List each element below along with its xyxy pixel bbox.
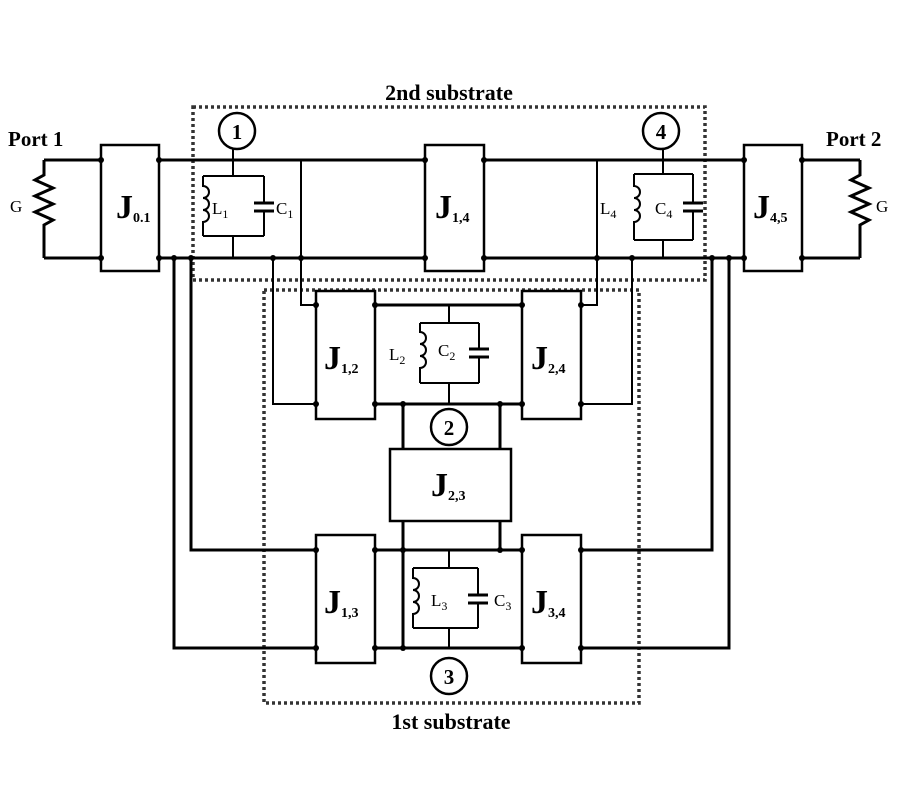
g-right-label: G <box>876 197 888 216</box>
g-left-label: G <box>10 197 22 216</box>
port1-label: Port 1 <box>8 127 63 151</box>
port1-resistor-g <box>31 158 101 260</box>
svg-text:J1,3: J1,3 <box>324 584 359 621</box>
l2-label: L2 <box>389 345 405 367</box>
c1-label: C1 <box>276 199 293 221</box>
svg-text:J0.1: J0.1 <box>116 189 151 226</box>
svg-text:3: 3 <box>444 665 455 689</box>
node-3-marker: 3 <box>429 656 469 696</box>
svg-text:J1,2: J1,2 <box>324 340 359 377</box>
inverter-j14: J1,4 <box>423 143 486 273</box>
svg-text:2: 2 <box>444 416 455 440</box>
c4-label: C4 <box>655 199 672 221</box>
inverter-j01: J0.1 <box>99 143 161 273</box>
node-2-marker: 2 <box>429 407 469 447</box>
svg-text:J1,4: J1,4 <box>435 189 470 226</box>
svg-text:1: 1 <box>232 120 243 144</box>
junction-dots <box>98 157 805 651</box>
port2-resistor-g <box>802 158 873 260</box>
inverter-j23: J2,3 <box>388 447 513 523</box>
l1-label: L1 <box>212 199 228 221</box>
second-substrate-label: 2nd substrate <box>385 80 513 105</box>
node-1-marker: 1 <box>217 111 257 151</box>
c2-label: C2 <box>438 341 455 363</box>
resonator-4 <box>633 148 703 258</box>
resonator-1 <box>202 148 274 258</box>
inverter-j45: J4,5 <box>742 143 804 273</box>
inverter-j12: J1,2 <box>314 289 377 421</box>
inverter-j24: J2,4 <box>520 289 583 421</box>
l3-label: L3 <box>431 591 447 613</box>
svg-text:J2,4: J2,4 <box>531 340 566 377</box>
node-4-marker: 4 <box>641 111 681 151</box>
svg-text:4: 4 <box>656 120 667 144</box>
inverter-j13: J1,3 <box>314 533 377 665</box>
inverter-j34: J3,4 <box>520 533 583 665</box>
first-substrate-label: 1st substrate <box>391 709 510 734</box>
svg-text:J4,5: J4,5 <box>753 189 788 226</box>
resonator-2 <box>419 305 489 404</box>
first-substrate-outline <box>262 288 641 705</box>
svg-text:J3,4: J3,4 <box>531 584 566 621</box>
port2-label: Port 2 <box>826 127 881 151</box>
resonator-3 <box>412 550 488 648</box>
c3-label: C3 <box>494 591 511 613</box>
svg-text:J2,3: J2,3 <box>431 467 466 504</box>
l4-label: L4 <box>600 199 616 221</box>
